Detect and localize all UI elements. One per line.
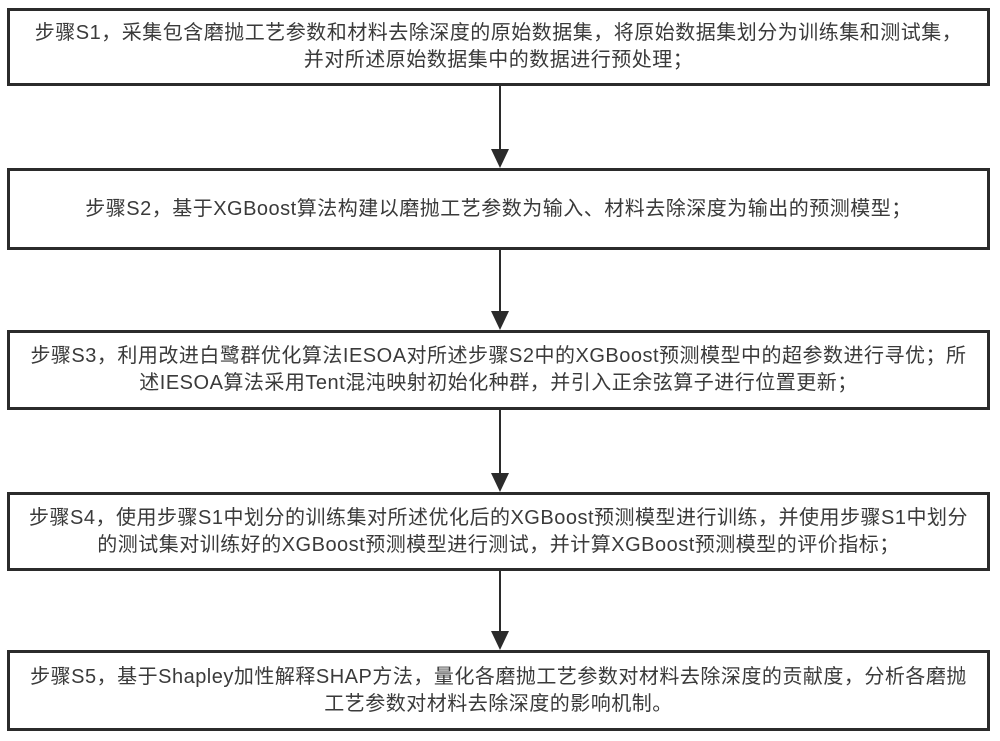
flow-step-box-s4: 步骤S4，使用步骤S1中划分的训练集对所述优化后的XGBoost预测模型进行训练… bbox=[7, 492, 990, 571]
arrow-stem bbox=[498, 410, 502, 473]
flow-step-text-s3: 步骤S3，利用改进白鹭群优化算法IESOA对所述步骤S2中的XGBoost预测模… bbox=[30, 345, 967, 394]
arrow-head-icon bbox=[491, 311, 509, 330]
arrow-head-icon bbox=[491, 473, 509, 492]
flow-step-text-s4: 步骤S4，使用步骤S1中划分的训练集对所述优化后的XGBoost预测模型进行训练… bbox=[29, 506, 968, 556]
arrow-stem bbox=[498, 86, 502, 149]
flow-step-box-s5: 步骤S5，基于Shapley加性解释SHAP方法，量化各磨抛工艺参数对材料去除深… bbox=[7, 650, 990, 731]
flow-arrow-s2-to-s3 bbox=[491, 250, 509, 330]
arrow-head-icon bbox=[491, 631, 509, 650]
flow-step-box-s3: 步骤S3，利用改进白鹭群优化算法IESOA对所述步骤S2中的XGBoost预测模… bbox=[7, 330, 990, 410]
arrow-stem bbox=[498, 250, 502, 311]
flow-step-text-s5: 步骤S5，基于Shapley加性解释SHAP方法，量化各磨抛工艺参数对材料去除深… bbox=[30, 665, 967, 715]
flow-arrow-s4-to-s5 bbox=[491, 571, 509, 650]
flow-arrow-s1-to-s2 bbox=[491, 86, 509, 168]
flow-arrow-s3-to-s4 bbox=[491, 410, 509, 492]
flow-step-box-s1: 步骤S1，采集包含磨抛工艺参数和材料去除深度的原始数据集，将原始数据集划分为训练… bbox=[7, 8, 990, 86]
flow-step-box-s2: 步骤S2，基于XGBoost算法构建以磨抛工艺参数为输入、材料去除深度为输出的预… bbox=[7, 168, 990, 250]
flow-step-text-s2: 步骤S2，基于XGBoost算法构建以磨抛工艺参数为输入、材料去除深度为输出的预… bbox=[85, 197, 912, 220]
flow-step-text-s1: 步骤S1，采集包含磨抛工艺参数和材料去除深度的原始数据集，将原始数据集划分为训练… bbox=[34, 22, 963, 71]
arrow-head-icon bbox=[491, 149, 509, 168]
arrow-stem bbox=[498, 571, 502, 631]
